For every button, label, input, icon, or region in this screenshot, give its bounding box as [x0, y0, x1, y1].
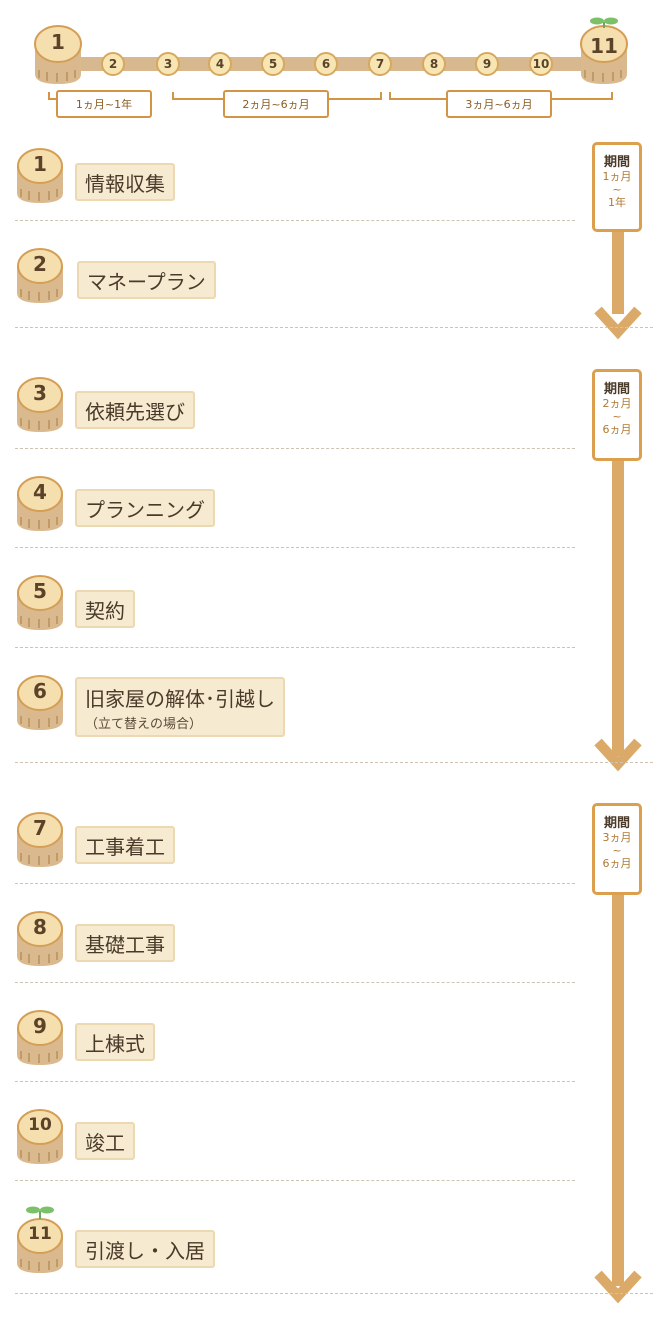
divider: [15, 982, 575, 983]
arrow-down-icon: [594, 1270, 642, 1304]
period-from: 1ヵ月: [602, 170, 632, 183]
timeline-end-number: 11: [590, 34, 618, 58]
step-number: 1: [33, 152, 47, 176]
timeline-range-label: 2ヵ月~6ヵ月: [223, 90, 329, 118]
timeline-end-stump: 11: [578, 14, 630, 86]
timeline-range-label: 1ヵ月~1年: [56, 90, 152, 118]
sprout-icon: [580, 17, 628, 84]
timeline-dot: 4: [208, 52, 232, 76]
period-to: 6ヵ月: [602, 423, 632, 436]
step-stump: 3: [15, 376, 65, 434]
timeline-dot: 7: [368, 52, 392, 76]
step-number: 9: [33, 1014, 47, 1038]
step-stump: 2: [15, 247, 65, 305]
step-label: 竣工: [75, 1122, 135, 1160]
period-tilde: ~: [612, 410, 622, 423]
step-number: 7: [33, 816, 47, 840]
period-box: 期間 3ヵ月 ~ 6ヵ月: [592, 803, 642, 895]
step-stump: 4: [15, 475, 65, 533]
step-stump: 5: [15, 574, 65, 632]
step-number: 10: [28, 1115, 52, 1135]
period-from: 3ヵ月: [602, 831, 632, 844]
step-stump: 10: [15, 1108, 65, 1166]
step-stump: 1: [15, 147, 65, 205]
timeline-dot: 5: [261, 52, 285, 76]
period-arrow-shaft: [612, 456, 624, 756]
step-label: 依頼先選び: [75, 391, 195, 429]
step-number: 2: [33, 252, 47, 276]
period-title: 期間: [603, 816, 630, 831]
arrow-down-icon: [594, 738, 642, 772]
timeline-start-number: 1: [51, 30, 65, 54]
period-title: 期間: [603, 155, 630, 170]
period-arrow-shaft: [612, 228, 624, 314]
divider: [15, 220, 575, 221]
step-label: マネープラン: [77, 261, 216, 299]
step-label-note: （立て替えの場合）: [85, 716, 203, 732]
timeline-dot: 10: [529, 52, 553, 76]
period-from: 2ヵ月: [602, 397, 632, 410]
step-stump: 11: [15, 1203, 65, 1275]
step-stump: 6: [15, 674, 65, 732]
timeline-dot: 6: [314, 52, 338, 76]
divider: [15, 327, 653, 328]
step-number: 5: [33, 579, 47, 603]
period-arrow-shaft: [612, 890, 624, 1286]
divider: [15, 1180, 575, 1181]
arrow-down-icon: [594, 306, 642, 340]
step-label: プランニング: [75, 489, 215, 527]
step-label: 基礎工事: [75, 924, 175, 962]
period-box: 期間 1ヵ月 ~ 1年: [592, 142, 642, 232]
step-label: 上棟式: [75, 1023, 155, 1061]
step-label-title: 旧家屋の解体･引越し: [85, 686, 275, 711]
period-title: 期間: [603, 382, 630, 397]
timeline-dot: 2: [101, 52, 125, 76]
divider: [15, 547, 575, 548]
period-tilde: ~: [612, 844, 622, 857]
step-number: 6: [33, 679, 47, 703]
step-number: 11: [28, 1224, 52, 1244]
timeline-dot: 8: [422, 52, 446, 76]
divider: [15, 883, 575, 884]
timeline-start-stump: 1: [33, 24, 83, 86]
step-stump: 9: [15, 1009, 65, 1067]
sprout-icon: [17, 1206, 63, 1273]
step-number: 3: [33, 381, 47, 405]
step-number: 8: [33, 915, 47, 939]
period-tilde: ~: [612, 183, 622, 196]
step-label: 引渡し・入居: [75, 1230, 215, 1268]
step-label: 旧家屋の解体･引越し （立て替えの場合）: [75, 677, 285, 737]
period-to: 1年: [608, 196, 626, 209]
divider: [15, 1081, 575, 1082]
divider: [15, 448, 575, 449]
step-label: 契約: [75, 590, 135, 628]
step-label: 情報収集: [75, 163, 175, 201]
timeline-range-label: 3ヵ月~6ヵ月: [446, 90, 552, 118]
divider: [15, 762, 653, 763]
timeline-dot: 3: [156, 52, 180, 76]
step-stump: 8: [15, 910, 65, 968]
timeline-dot: 9: [475, 52, 499, 76]
step-label: 工事着工: [75, 826, 175, 864]
divider: [15, 1293, 653, 1294]
period-box: 期間 2ヵ月 ~ 6ヵ月: [592, 369, 642, 461]
divider: [15, 647, 575, 648]
step-stump: 7: [15, 811, 65, 869]
period-to: 6ヵ月: [602, 857, 632, 870]
step-number: 4: [33, 480, 47, 504]
